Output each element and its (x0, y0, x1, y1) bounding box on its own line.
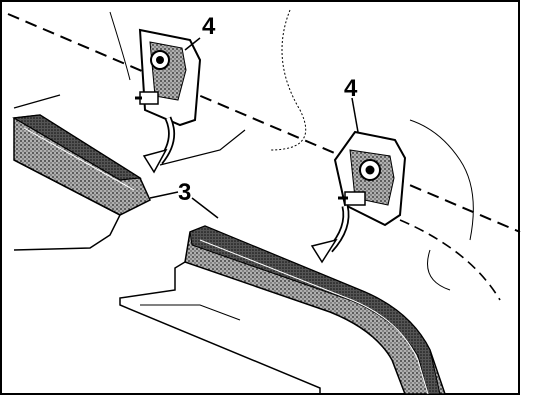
seal-left-segment (12, 114, 151, 251)
leader-clip-upper (184, 37, 201, 51)
leader-seal (149, 191, 219, 219)
roof-contour-dotted (269, 9, 307, 151)
leader-clip-lower (351, 97, 359, 133)
callout-sunroof-seal: 3 (178, 179, 191, 206)
clip-lower (333, 130, 407, 227)
roof-edge-left (13, 94, 61, 109)
frame-border (0, 0, 520, 395)
roof-contour-small (427, 249, 451, 291)
dashed-roof-line (7, 13, 521, 233)
roof-edge-mid (159, 129, 246, 166)
callout-clip-lower: 4 (344, 75, 358, 102)
roof-contour-line (109, 11, 131, 81)
arrow-upper-inner (158, 117, 174, 164)
arrow-lower-head (310, 238, 338, 264)
seal-right-segment (119, 225, 447, 395)
clip-upper (135, 28, 202, 127)
callout-clip-upper: 4 (202, 13, 216, 40)
arrow-lower-inner (328, 205, 348, 252)
dashed-roof-curve (399, 219, 501, 301)
arrow-upper-head (142, 148, 168, 174)
roof-contour-right (409, 119, 474, 241)
